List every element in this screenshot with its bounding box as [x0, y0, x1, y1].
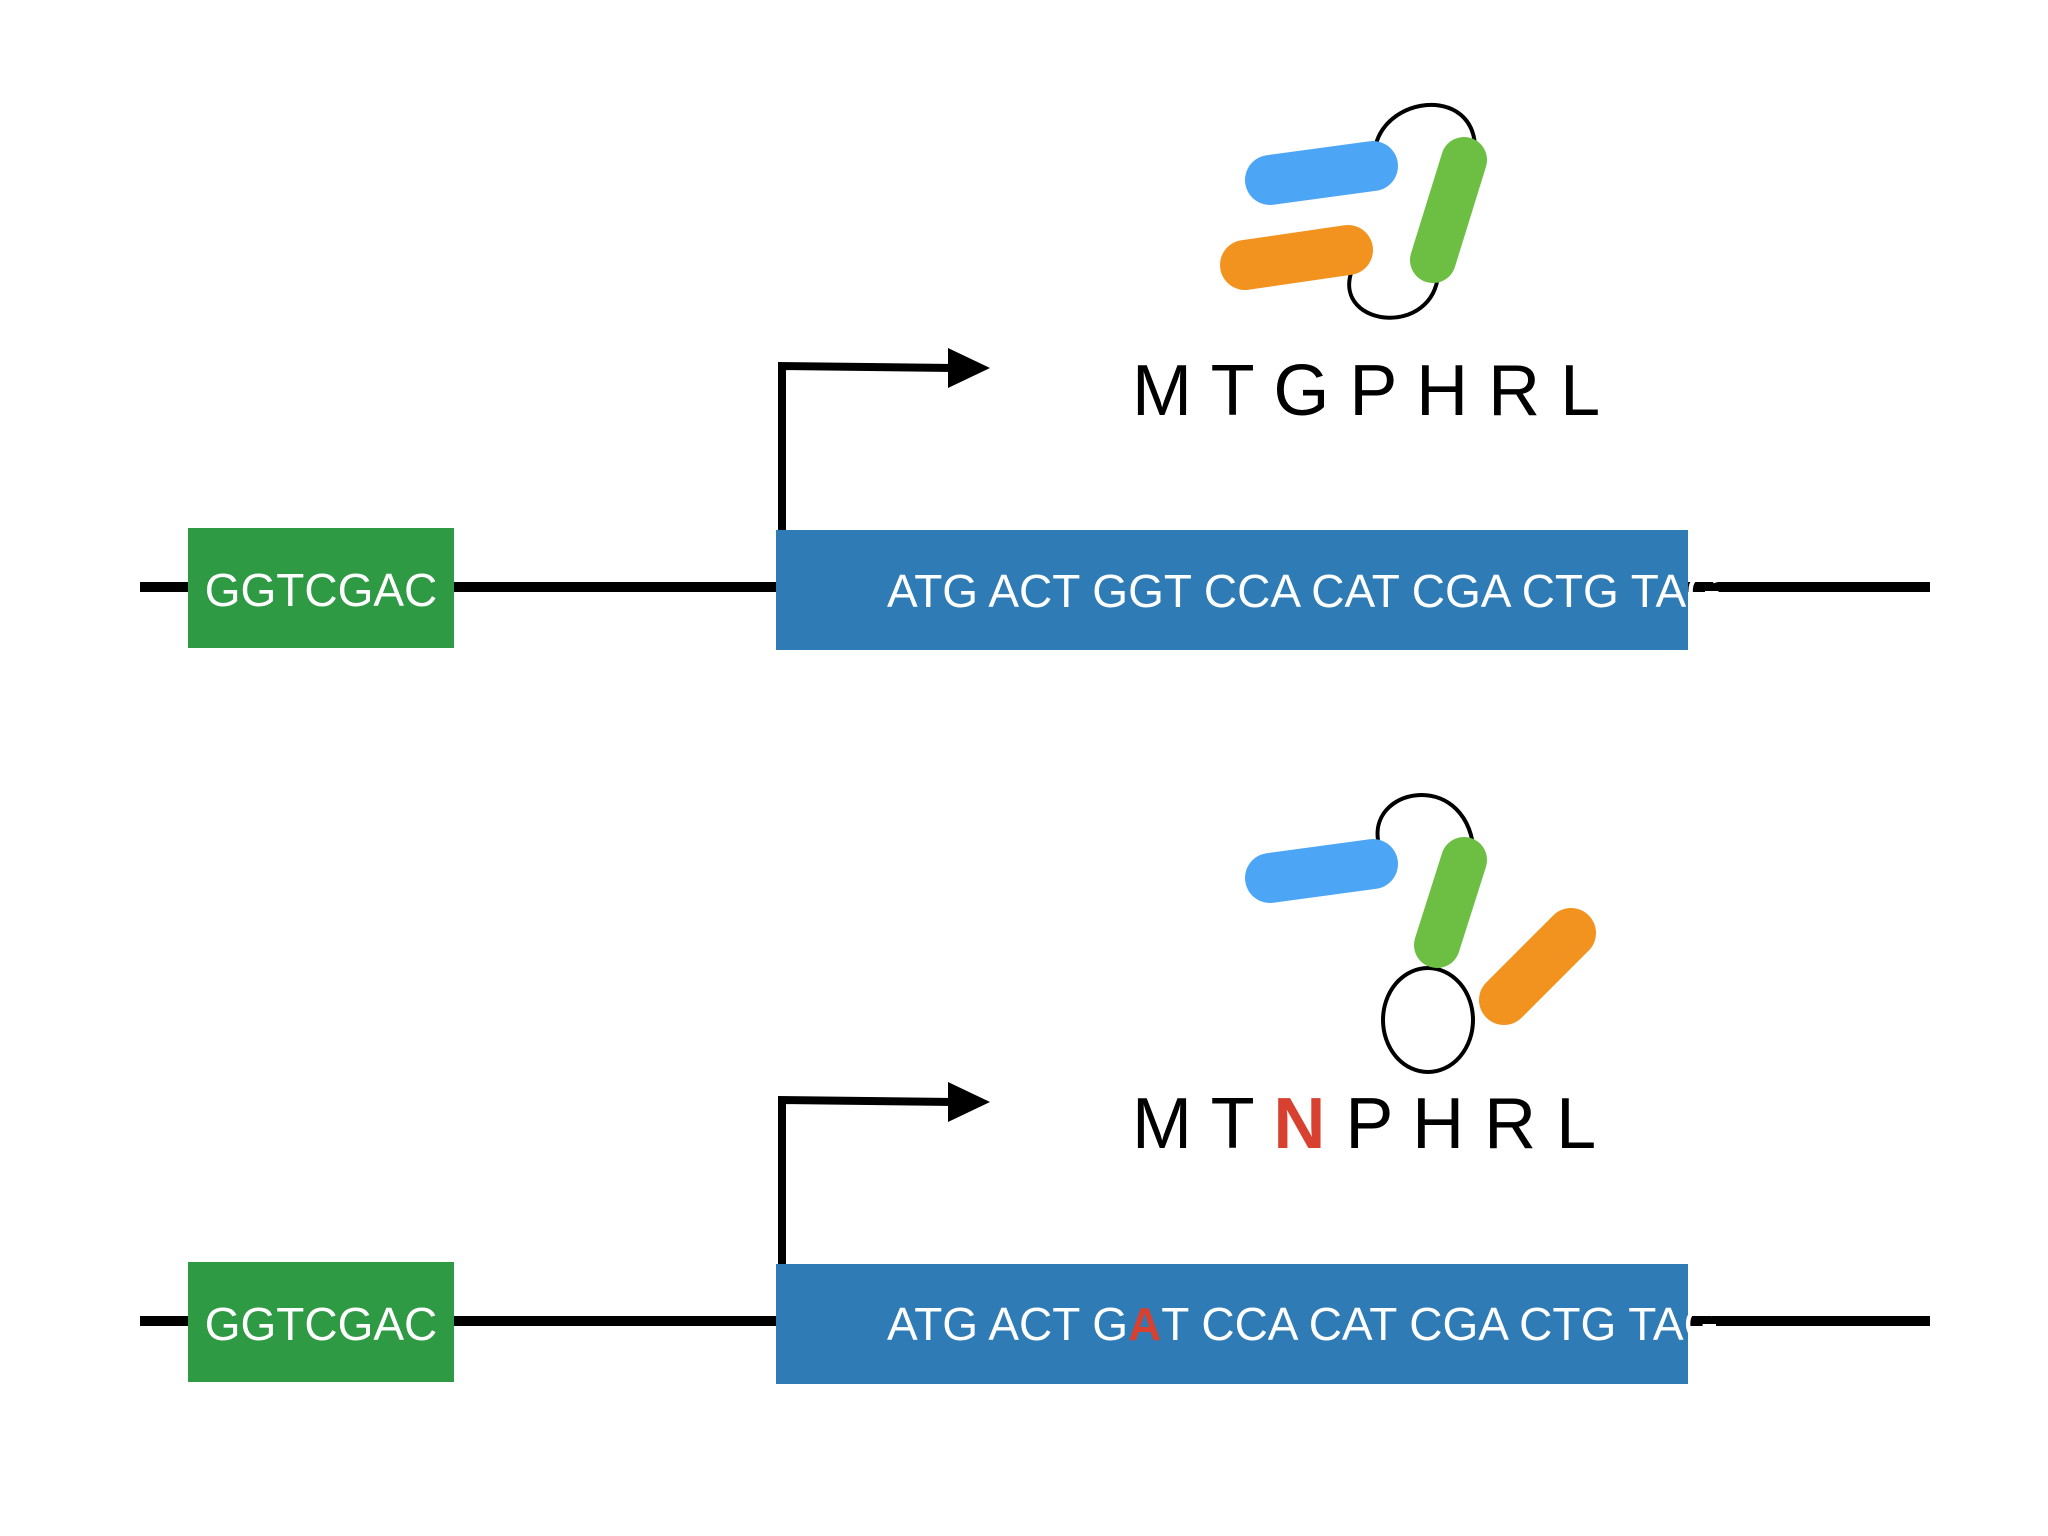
- coding-sequence-box: [776, 1264, 1688, 1384]
- mutated-residue: G: [1273, 351, 1329, 431]
- regulatory-sequence: GGTCGAC: [205, 1298, 438, 1350]
- protein-sequence: M T N P H R L: [1132, 1084, 1596, 1164]
- panel-mutated-gene: M T N P H R L GGTCGAC ATG ACT GAT CCA CA…: [140, 793, 1930, 1384]
- mutated-base: G: [1128, 565, 1164, 617]
- protein-loop-bottom: [1347, 261, 1441, 320]
- regulatory-element-box: [188, 528, 454, 648]
- mutated-base: A: [1128, 1298, 1161, 1350]
- protein-loop-top: [1375, 793, 1476, 856]
- protein-loop-top: [1372, 102, 1477, 163]
- protein-loop-bottom: [1381, 966, 1475, 1074]
- regulatory-sequence: GGTCGAC: [205, 564, 438, 616]
- promoter-arrow-icon: [778, 1082, 990, 1264]
- mutated-residue: N: [1273, 1084, 1325, 1164]
- helix-blue: [1245, 839, 1398, 903]
- folded-protein-icon: [1220, 102, 1487, 320]
- helix-green: [1410, 137, 1487, 283]
- helix-orange: [1479, 908, 1596, 1025]
- regulatory-element-box: [188, 1262, 454, 1382]
- protein-sequence: M T G P H R L: [1132, 351, 1600, 431]
- helix-blue: [1245, 141, 1398, 205]
- panel-normal-gene: M T G P H R L GGTCGAC ATG ACT GGT CCA CA…: [140, 102, 1930, 650]
- coding-sequence: ATG ACT GAT CCA CAT CGA CTG TAG: [800, 1298, 1783, 1350]
- misfolded-protein-icon: [1245, 793, 1596, 1074]
- promoter-arrow-icon: [778, 348, 990, 530]
- coding-sequence: ATG ACT GGT CCA CAT CGA CTG TAG: [800, 565, 1786, 617]
- helix-orange: [1220, 225, 1373, 290]
- helix-green: [1414, 837, 1487, 968]
- coding-sequence-box: [776, 530, 1688, 650]
